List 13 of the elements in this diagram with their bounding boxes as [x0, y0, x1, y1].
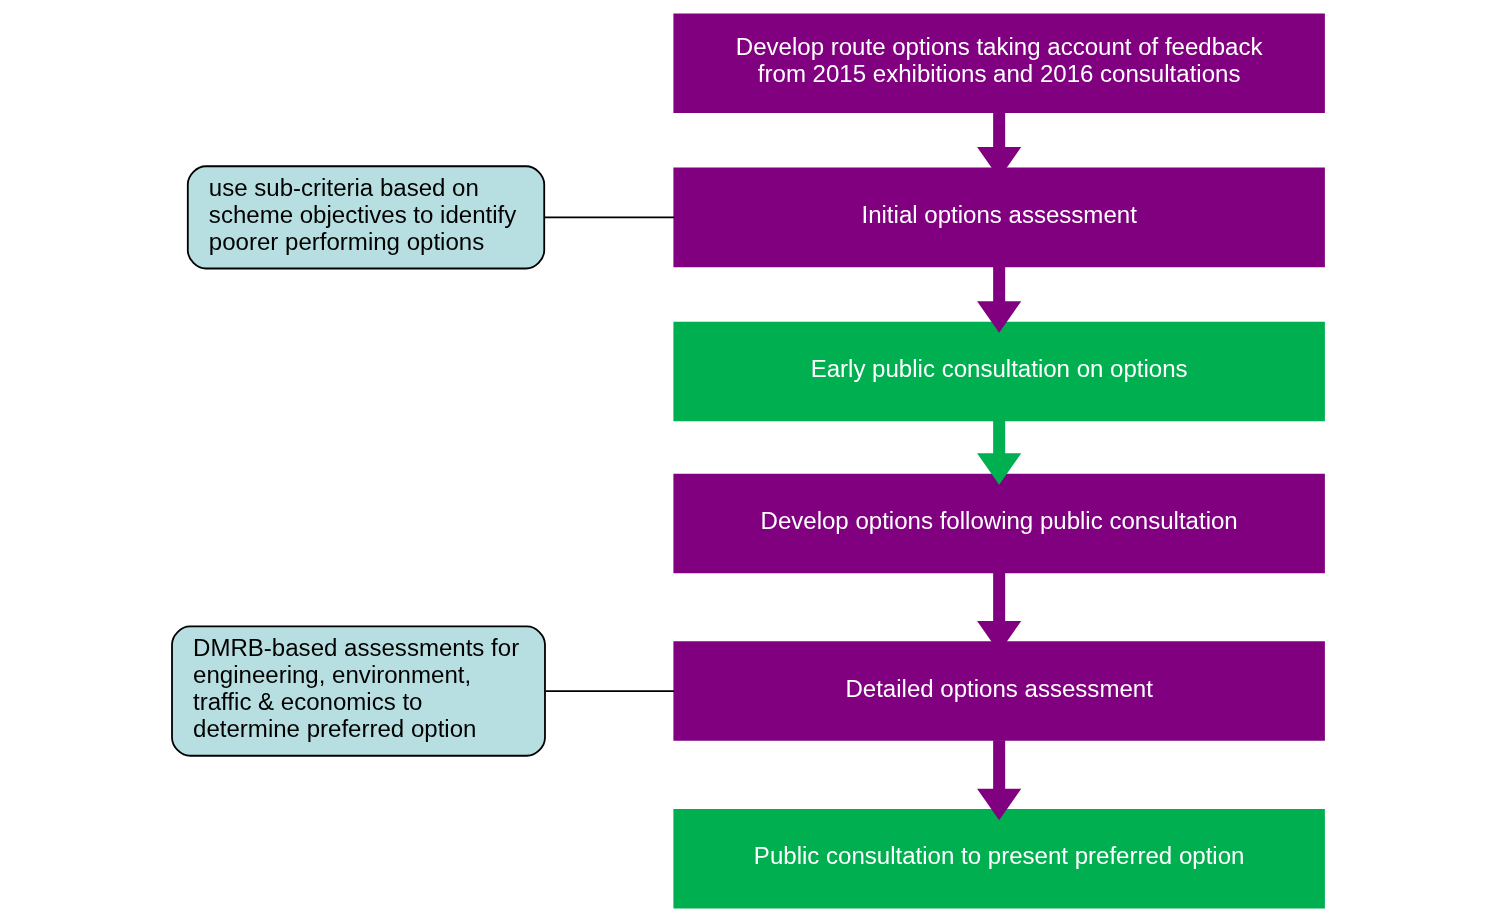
node-box: Develop options following public consultation — [673, 473, 1325, 574]
arrow — [977, 266, 1022, 333]
node-box: use sub-criteria based on scheme objectives to identify poorer performing options — [186, 165, 546, 270]
node-box: Initial options assessment — [673, 167, 1325, 268]
connector — [544, 690, 675, 692]
connector — [543, 216, 676, 219]
node-box: DMRB-based assessments for engineering, environment, traffic & economics to determine preferred option — [171, 625, 546, 757]
node-box: Detailed options assessment — [673, 641, 1325, 741]
arrow — [977, 740, 1022, 821]
node-box: Public consultation to present preferred option — [673, 809, 1325, 909]
node-box: Develop route options taking account of feedback from 2015 exhibitions and 2016 consultations — [673, 13, 1325, 113]
node-box: Early public consultation on options — [673, 321, 1325, 422]
arrow — [977, 420, 1022, 485]
